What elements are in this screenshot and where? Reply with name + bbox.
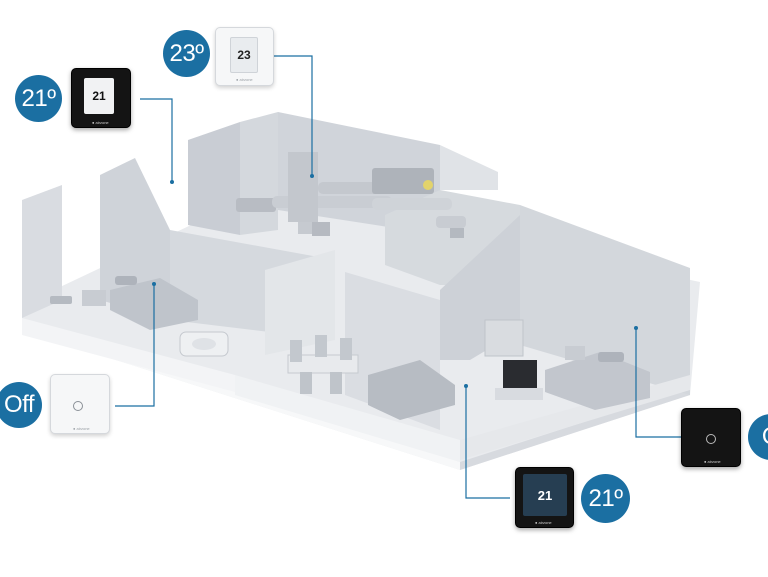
chair-2 bbox=[315, 335, 327, 357]
thermostat-left[interactable]: ● airzone bbox=[50, 374, 110, 434]
bed-right bbox=[545, 352, 650, 410]
nightstand-right bbox=[565, 346, 585, 360]
zone-bottom-center-badge: 21º bbox=[581, 474, 630, 523]
thermostat-top-left-logo: ● airzone bbox=[92, 120, 109, 125]
thermostat-right[interactable]: ● airzone bbox=[681, 408, 741, 467]
bench-left bbox=[50, 296, 72, 304]
wall-service-right bbox=[440, 145, 498, 190]
pillow-right bbox=[598, 352, 624, 362]
thermostat-left-indicator bbox=[73, 401, 83, 411]
thermostat-top-left-screen: 21 bbox=[84, 78, 114, 114]
wall-front-dining bbox=[235, 375, 460, 462]
zone-left-badge: Off bbox=[0, 382, 42, 428]
chair-1 bbox=[290, 340, 302, 362]
wall-bedroom-right bbox=[265, 250, 335, 355]
sensor-dots bbox=[152, 174, 638, 388]
wall-left-outer bbox=[22, 185, 62, 318]
wall-front-left bbox=[22, 318, 235, 392]
thermostat-top-center-temp: 23 bbox=[237, 48, 251, 62]
tv-stand bbox=[495, 388, 543, 400]
connector-bottom-center bbox=[465, 386, 510, 499]
connector-lines bbox=[115, 55, 682, 499]
zone-right-badge: O bbox=[748, 414, 768, 460]
thermostat-top-center[interactable]: 23 ● airzone bbox=[215, 27, 274, 86]
connector-top-center bbox=[272, 55, 313, 176]
thermostat-top-left-temp: 21 bbox=[92, 89, 106, 103]
tv bbox=[503, 360, 537, 388]
thermostat-left-logo: ● airzone bbox=[73, 426, 90, 431]
nightstand-left bbox=[82, 290, 106, 306]
thermostat-bottom-center[interactable]: 21 ● airzone bbox=[515, 467, 574, 528]
wall-right-back bbox=[520, 205, 690, 395]
chair-4 bbox=[300, 372, 312, 394]
duct-system bbox=[236, 152, 466, 238]
thermostat-right-indicator bbox=[706, 434, 716, 444]
sink bbox=[192, 338, 216, 350]
thermostat-right-logo: ● airzone bbox=[704, 459, 721, 464]
thermostat-top-center-screen: 23 bbox=[230, 37, 258, 73]
wall-hall-back bbox=[240, 112, 278, 235]
thermostat-top-center-logo: ● airzone bbox=[236, 77, 253, 82]
chair-3 bbox=[340, 338, 352, 360]
chair-5 bbox=[330, 372, 342, 394]
bookshelf bbox=[484, 319, 524, 357]
connector-left bbox=[115, 284, 155, 407]
connector-top-left bbox=[140, 98, 173, 182]
connector-right bbox=[635, 328, 682, 438]
zone-top-left-badge: 21º bbox=[15, 75, 62, 122]
thermostat-top-left[interactable]: 21 ● airzone bbox=[71, 68, 131, 128]
floor-slab-right-edge bbox=[460, 388, 690, 470]
wall-hall-left bbox=[188, 122, 240, 235]
thermostat-bottom-center-temp: 21 bbox=[537, 487, 553, 503]
thermostat-bottom-center-logo: ● airzone bbox=[535, 520, 552, 525]
sofa bbox=[368, 360, 455, 420]
thermostat-bottom-center-screen: 21 bbox=[523, 474, 567, 516]
pillow-left bbox=[115, 276, 137, 285]
zone-top-center-badge: 23º bbox=[163, 30, 210, 77]
